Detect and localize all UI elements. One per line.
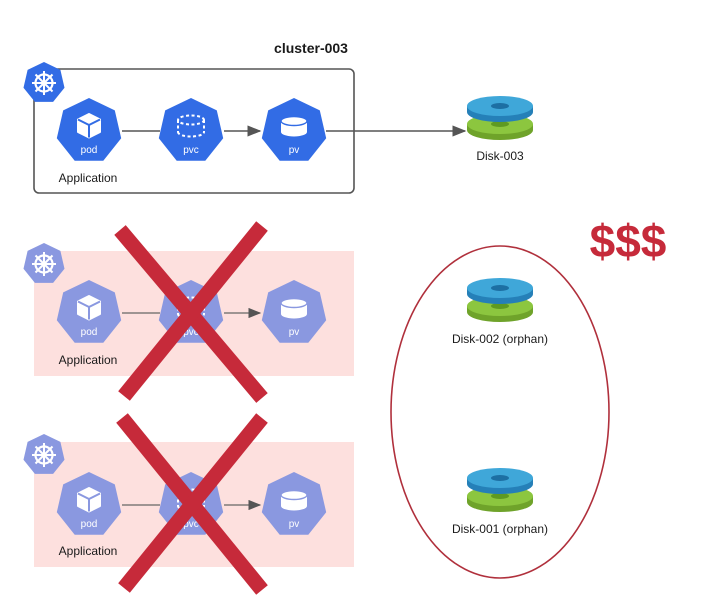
stacked-disk-icon <box>467 96 533 140</box>
pvc-label: pvc <box>183 145 199 156</box>
cube-icon <box>77 295 101 321</box>
pv-label: pv <box>289 327 300 338</box>
cylinder-icon <box>280 489 308 512</box>
application-label: Application <box>59 544 118 558</box>
cluster-title: cluster-003 <box>274 40 348 56</box>
pod-label: pod <box>81 519 98 530</box>
pvc-label: pvc <box>183 327 199 338</box>
pv-label: pv <box>289 145 300 156</box>
cube-icon <box>77 113 101 139</box>
disk-001-label: Disk-001 (orphan) <box>452 522 548 536</box>
pod-label: pod <box>81 145 98 156</box>
pvc-node: pvc <box>158 98 224 161</box>
stacked-disk-icon <box>467 468 533 512</box>
pvc-node: pvc <box>158 472 224 535</box>
active-cluster: cluster-003 pod pvc pv Application Disk <box>23 40 533 194</box>
application-label: Application <box>59 353 118 367</box>
deleted-x-icon <box>116 413 268 595</box>
cylinder-icon <box>280 297 308 320</box>
pod-node: pod <box>56 98 122 161</box>
stacked-disk-icon <box>467 278 533 322</box>
pod-label: pod <box>81 327 98 338</box>
deleted-cluster-2: pod pvc pv Application <box>23 413 354 595</box>
pv-node: pv <box>261 280 327 343</box>
cylinder-icon <box>280 115 308 138</box>
deleted-cluster-1: pod pvc pv Application <box>23 221 354 403</box>
orphaned-disks: $$$ Disk-002 (orphan) Disk-001 (orphan) <box>390 215 667 579</box>
orphan-highlight-ellipse <box>390 245 610 579</box>
pod-node: pod <box>56 472 122 535</box>
pv-label: pv <box>289 519 300 530</box>
pvc-node: pvc <box>158 280 224 343</box>
disk-002-label: Disk-002 (orphan) <box>452 332 548 346</box>
cube-icon <box>77 487 101 513</box>
pv-node: pv <box>261 472 327 535</box>
pod-node: pod <box>56 280 122 343</box>
pv-node: pv <box>261 98 327 161</box>
pvc-label: pvc <box>183 519 199 530</box>
cost-label: $$$ <box>590 215 667 267</box>
application-label: Application <box>59 171 118 185</box>
disk-003-label: Disk-003 <box>476 149 524 163</box>
deleted-x-icon <box>114 221 268 403</box>
